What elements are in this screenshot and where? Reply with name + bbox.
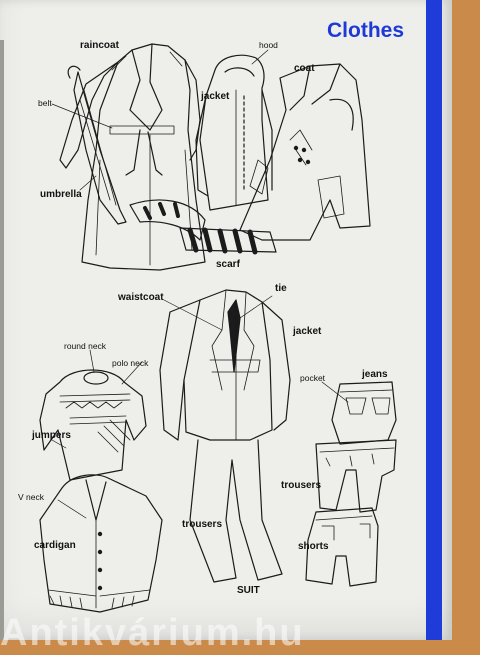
page-gutter xyxy=(0,40,4,640)
umbrella-drawing xyxy=(67,65,127,225)
label-tie: tie xyxy=(275,283,287,294)
leader-lines xyxy=(51,49,349,519)
label-waistcoat: waistcoat xyxy=(118,292,164,303)
jumper-drawing xyxy=(39,369,147,481)
suit-drawing xyxy=(159,289,291,583)
label-jacket-top: jacket xyxy=(201,91,230,102)
label-jumpers: jumpers xyxy=(32,430,71,441)
raincoat-drawing xyxy=(59,43,206,271)
label-v-neck: V neck xyxy=(18,492,44,502)
label-polo-neck: polo neck xyxy=(112,358,149,368)
label-pocket: pocket xyxy=(300,373,326,383)
label-raincoat: raincoat xyxy=(80,40,119,51)
label-jeans: jeans xyxy=(362,369,388,380)
label-trousers-right: trousers xyxy=(281,480,322,491)
label-coat: coat xyxy=(294,63,315,74)
scarf-drawing xyxy=(129,199,277,255)
clothes-illustration xyxy=(39,43,397,613)
coat-drawing xyxy=(239,63,371,241)
label-scarf: scarf xyxy=(216,259,240,270)
watermark: Antikvárium.hu xyxy=(0,612,305,654)
label-belt: belt xyxy=(38,98,52,108)
book-page: Clothes raincoat hood coat belt jacket u… xyxy=(0,0,452,640)
jeans-drawing xyxy=(315,381,397,513)
label-trousers-suit: trousers xyxy=(182,519,223,530)
hooded-jacket-drawing xyxy=(195,54,273,211)
cardigan-drawing xyxy=(39,474,163,613)
label-umbrella: umbrella xyxy=(40,189,82,200)
page-edge-blue-bar xyxy=(426,0,442,640)
label-suit: SUIT xyxy=(237,585,260,596)
page-title: Clothes xyxy=(327,19,405,42)
label-jacket-suit: jacket xyxy=(293,326,322,337)
label-hood: hood xyxy=(259,40,278,50)
label-cardigan: cardigan xyxy=(34,540,76,551)
label-shorts: shorts xyxy=(298,541,329,552)
shorts-drawing xyxy=(305,507,379,587)
label-round-neck: round neck xyxy=(64,341,107,351)
